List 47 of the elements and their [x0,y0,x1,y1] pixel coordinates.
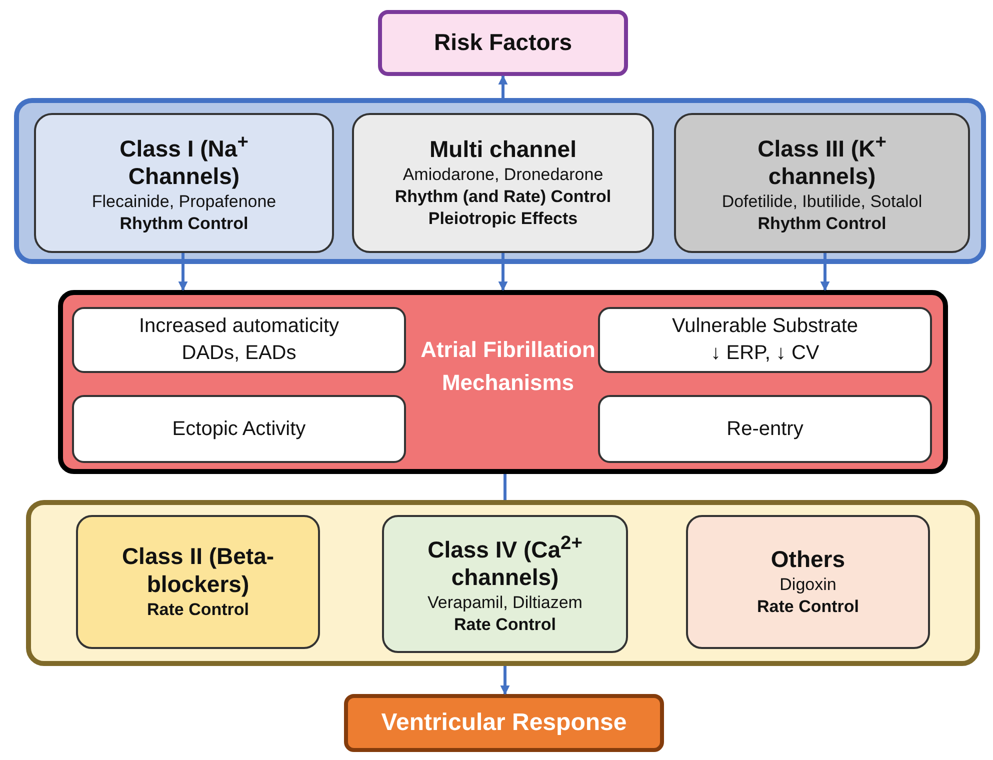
mechanism-box [72,307,406,373]
heading: Ventricular Response [381,709,627,737]
drug-class-box [34,113,334,253]
heading: Class I (Na$^{+}$ Channels) [118,130,250,191]
arrow [498,253,508,291]
text: DADs, EADs [182,341,296,366]
mechanism-box [598,307,932,373]
arrow [498,75,508,98]
drug-class-box [382,515,628,653]
heading: Class IV (Ca$^{2+}$ channels) [426,532,584,592]
text: Re-entry [726,416,804,442]
text: Increased automaticity [138,314,340,339]
text: Verapamil, Diltiazem [428,592,582,614]
heading: Risk Factors [434,29,572,57]
mechanism-panel [58,290,948,474]
text: Rate Control [757,596,859,618]
heading: Class II (Beta-blockers) [120,543,276,599]
text: Ectopic Activity [172,416,306,442]
text: Rhythm (and Rate) Control [394,186,612,208]
outcome-box [344,694,664,752]
arrow [820,253,830,291]
text: Vulnerable Substrate [672,314,858,339]
heading: Class III (K$^{+}$ channels) [756,130,888,191]
panel-title: Atrial Fibrillation Mechanisms [420,336,596,397]
factor-box [378,10,628,76]
heading: Others [770,546,846,574]
text: Rhythm Control [120,212,248,235]
drug-class-box [686,515,930,649]
drug-class-box [674,113,970,253]
text: Pleiotropic Effects [428,208,578,230]
text: Amiodarone, Dronedarone [402,164,604,186]
heading: Multi channel [430,136,576,164]
drug-class-box [352,113,654,253]
text: Rate Control [454,614,556,636]
text: Dofetilide, Ibutilide, Sotalol [722,190,922,213]
text: Rhythm Control [758,212,886,235]
group-panel [14,98,986,264]
arrow [500,666,510,695]
group-panel [26,500,980,666]
text: Flecainide, Propafenone [92,190,276,213]
text: ↓ ERP, ↓ CV [710,341,820,366]
text: Digoxin [780,574,836,596]
drug-class-box [76,515,320,649]
mechanism-box [598,395,932,463]
mechanism-box [72,395,406,463]
text: Rate Control [147,598,249,621]
arrow [178,253,188,291]
